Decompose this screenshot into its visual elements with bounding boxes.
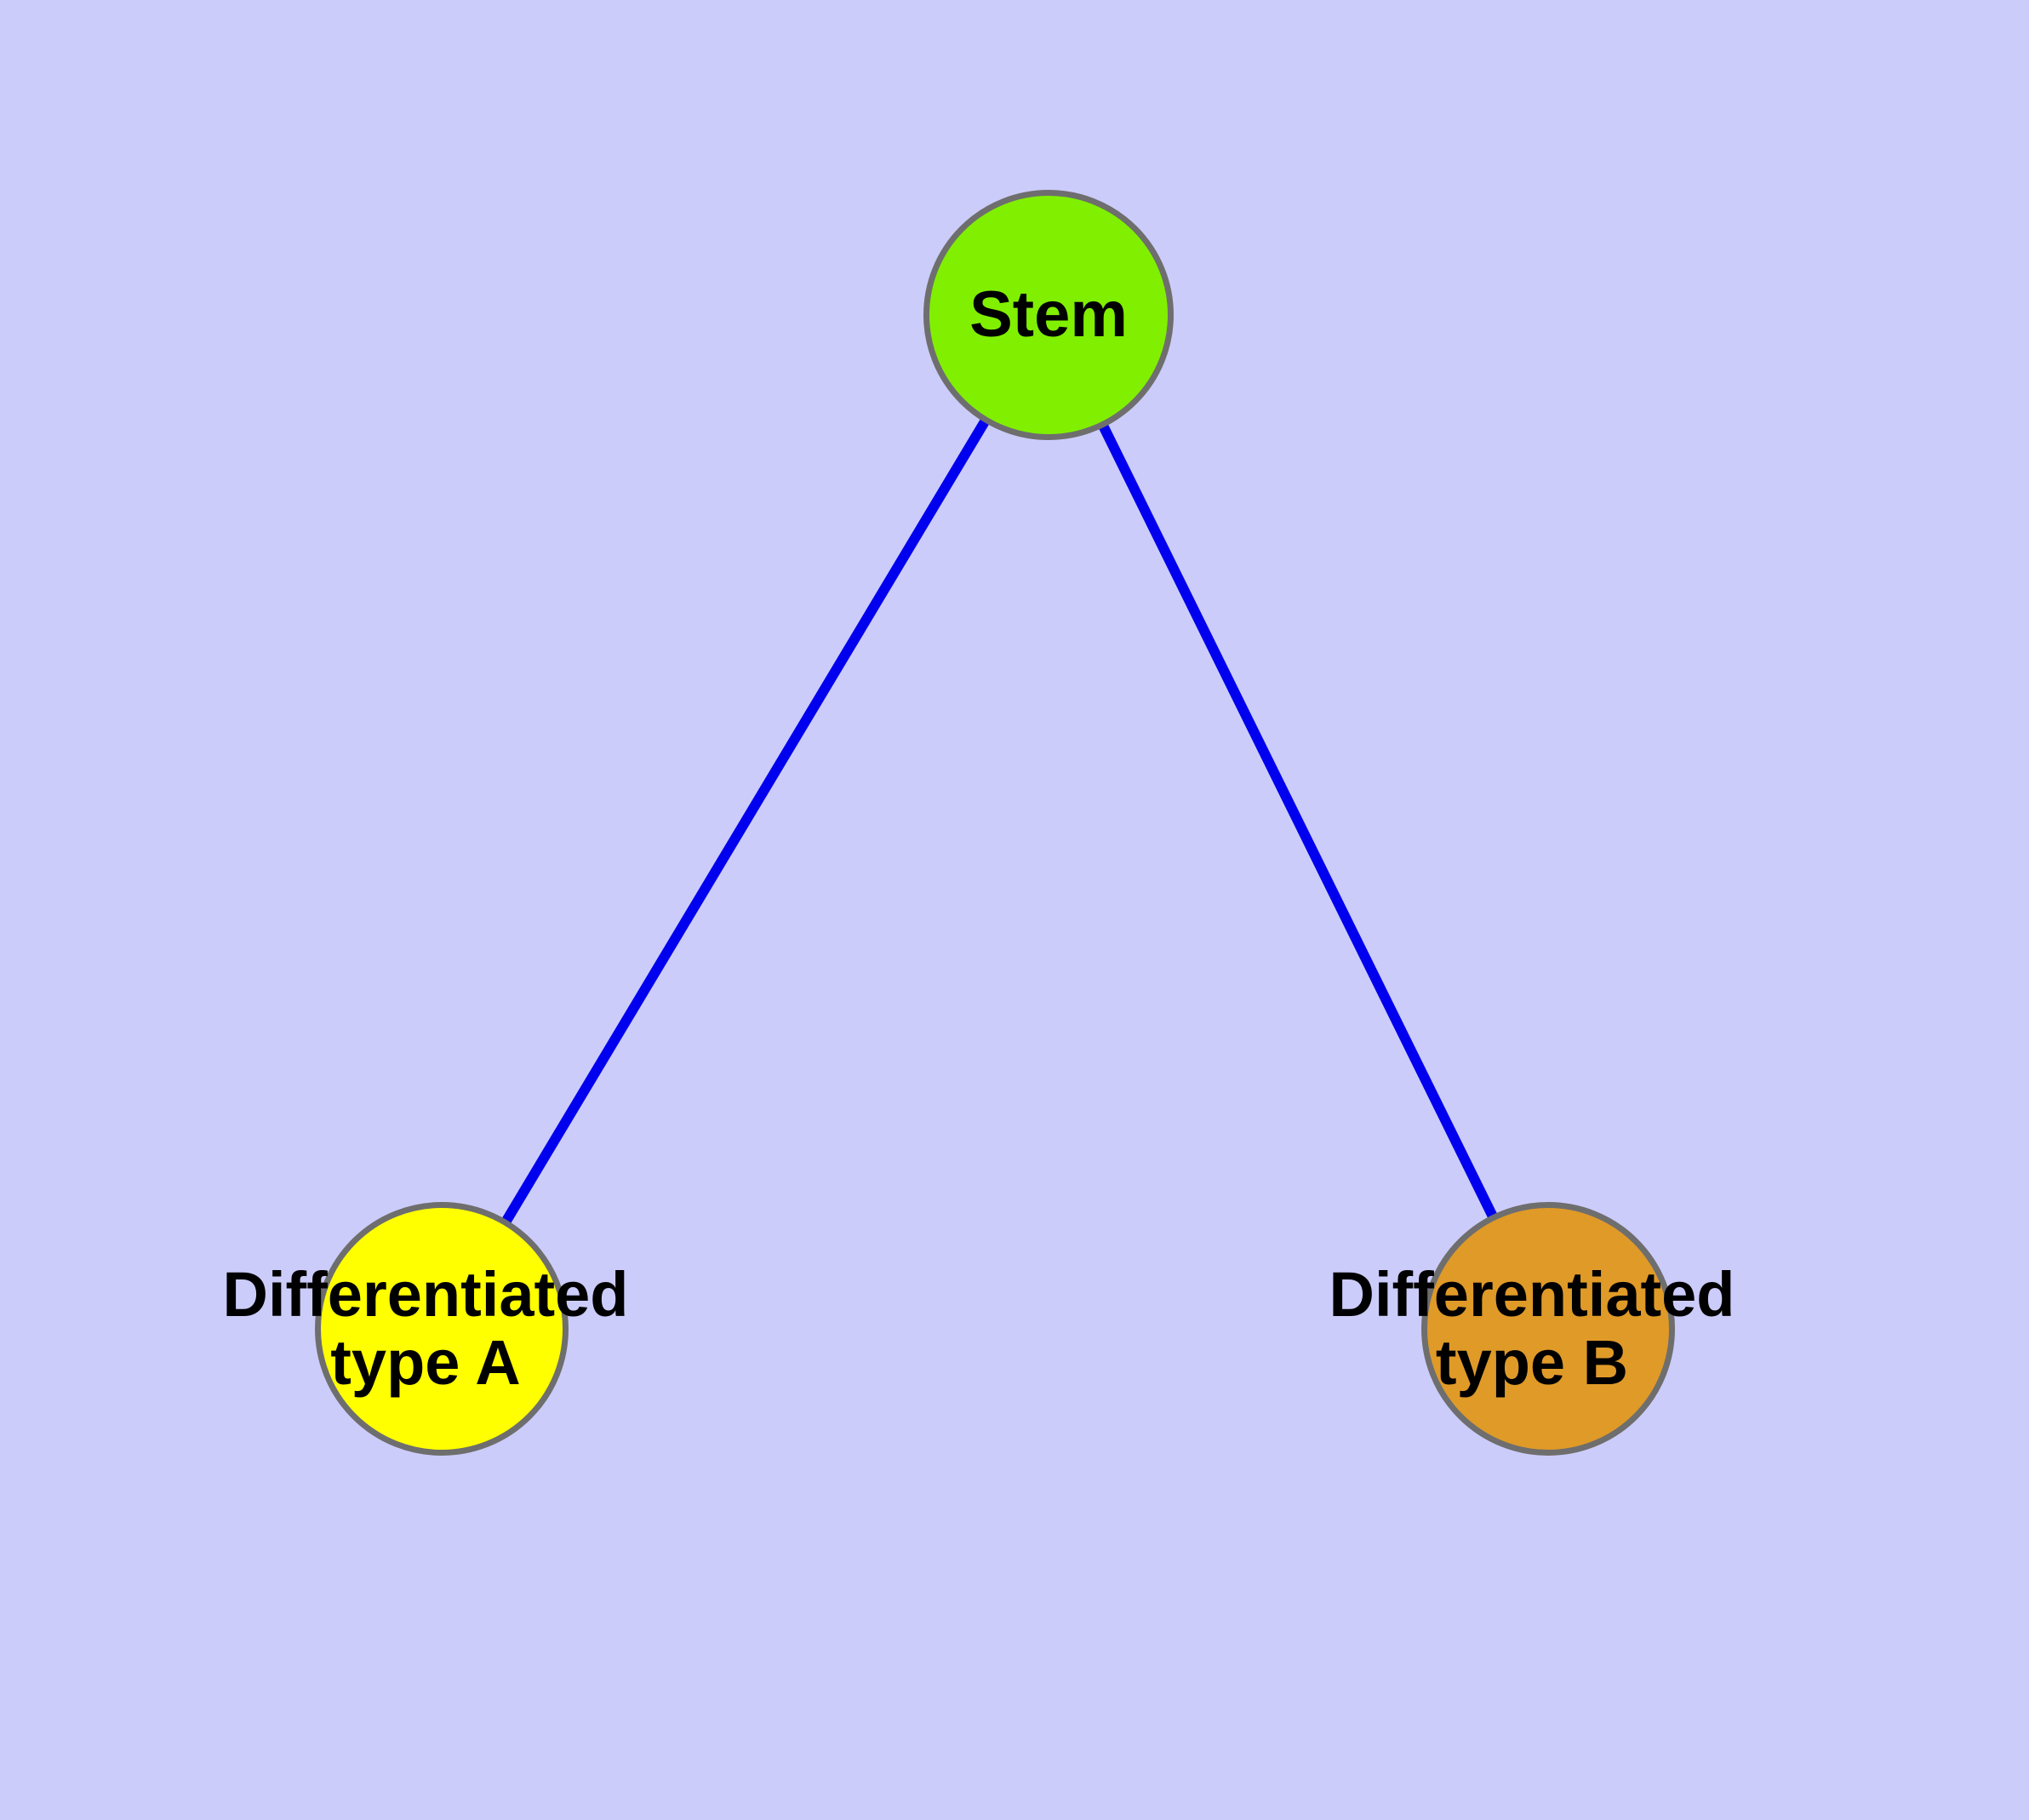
edge-stem-to-differentiated-type-b[interactable] [1043,312,1553,1331]
node-differentiated-type-a[interactable] [315,1202,569,1456]
edge-stem-to-differentiated-type-a[interactable] [437,312,1054,1332]
node-stem[interactable] [923,190,1174,440]
node-differentiated-type-b[interactable] [1421,1202,1675,1456]
